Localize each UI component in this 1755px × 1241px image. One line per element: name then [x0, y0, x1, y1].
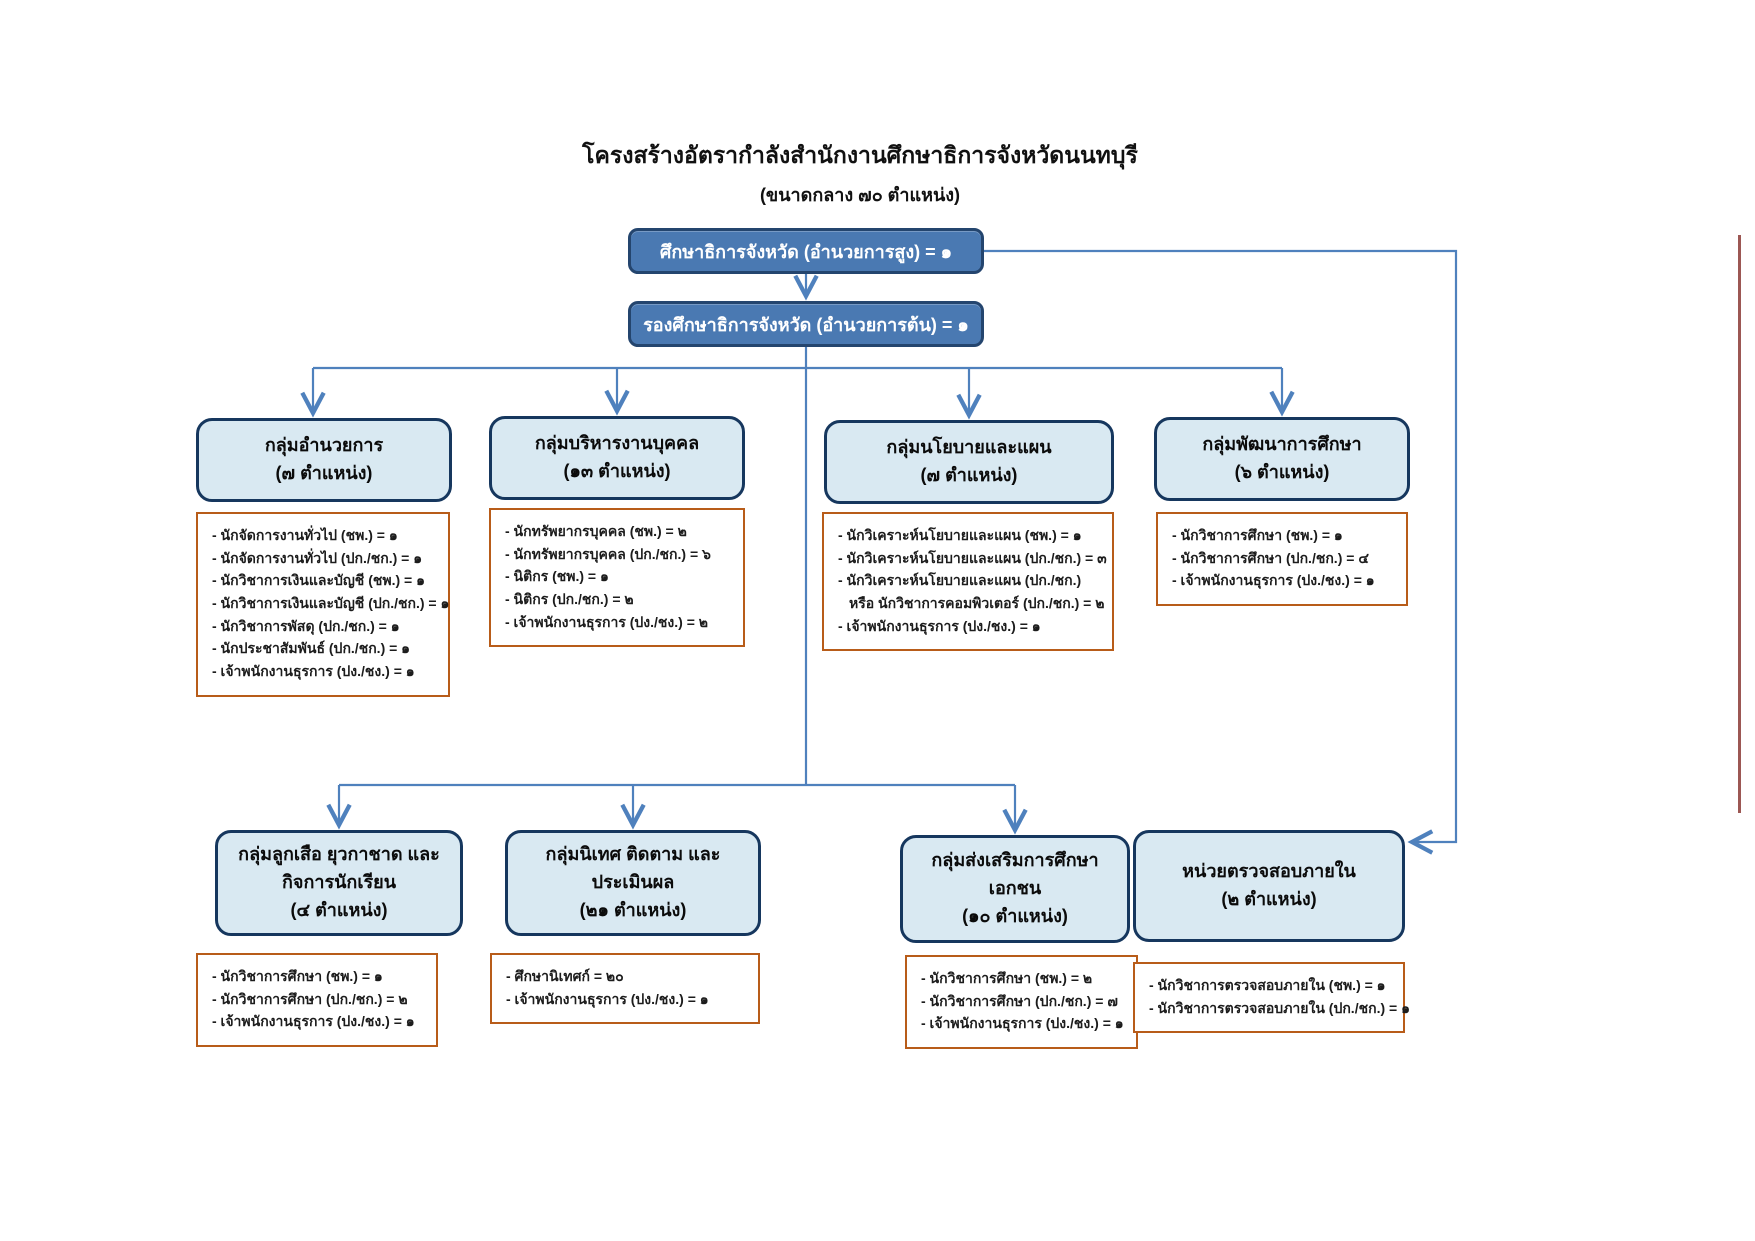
staff-item: - เจ้าพนักงานธุรการ (ปง./ชง.) = ๑ — [1172, 572, 1375, 589]
staff-item: - นักวิชาการศึกษา (ชพ.) = ๑ — [1172, 527, 1343, 543]
group-title-line: ประเมินผล — [591, 872, 675, 893]
group-count-line: (๗ ตำแหน่ง) — [920, 465, 1018, 485]
group-box-policy-and-planning: กลุ่มนโยบายและแผน (๗ ตำแหน่ง) — [824, 420, 1114, 504]
group-title-line: กลุ่มส่งเสริมการศึกษาเอกชน — [931, 850, 1099, 899]
staff-list-supervision-monitoring-evaluation: - ศึกษานิเทศก์ = ๒๐ - เจ้าพนักงานธุรการ … — [490, 953, 760, 1025]
staff-item: - นักวิชาการตรวจสอบภายใน (ปก./ชก.) = ๑ — [1149, 999, 1410, 1016]
group-title-line: กลุ่มพัฒนาการศึกษา — [1202, 434, 1362, 455]
staff-list-general-administration: - นักจัดการงานทั่วไป (ชพ.) = ๑ - นักจัดก… — [196, 512, 450, 697]
staff-item: - เจ้าพนักงานธุรการ (ปง./ชง.) = ๑ — [921, 1015, 1124, 1032]
staff-item: - นักจัดการงานทั่วไป (ชพ.) = ๑ — [212, 527, 398, 543]
staff-item: - นักวิชาการศึกษา (ปก./ชก.) = ๒ — [212, 990, 408, 1007]
staff-item: - นิติกร (ปก./ชก.) = ๒ — [505, 591, 634, 608]
group-title-line: กลุ่มนโยบายและแผน — [886, 437, 1052, 458]
staff-item: - นักวิเคราะห์นโยบายและแผน (ชพ.) = ๑ — [838, 527, 1082, 543]
staff-item: - นักทรัพยากรบุคคล (ชพ.) = ๒ — [505, 523, 687, 539]
staff-item: - นักจัดการงานทั่วไป (ปก./ชก.) = ๑ — [212, 549, 423, 566]
staff-item: - เจ้าพนักงานธุรการ (ปง./ชง.) = ๒ — [505, 613, 708, 630]
group-title-line: กลุ่มอำนวยการ — [264, 435, 384, 456]
staff-list-private-education-promotion: - นักวิชาการศึกษา (ชพ.) = ๒ - นักวิชาการ… — [905, 955, 1138, 1050]
page-title: โครงสร้างอัตรากำลังสำนักงานศึกษาธิการจัง… — [582, 142, 1138, 168]
group-title-line: กลุ่มบริหารงานบุคคล — [534, 433, 700, 454]
group-count-line: (๑๓ ตำแหน่ง) — [563, 461, 671, 481]
page-subtitle: (ขนาดกลาง ๗๐ ตำแหน่ง) — [759, 185, 961, 205]
staff-item: - นักวิชาการศึกษา (ชพ.) = ๑ — [212, 968, 383, 984]
staff-list-personnel-administration: - นักทรัพยากรบุคคล (ชพ.) = ๒ - นักทรัพยา… — [489, 508, 745, 648]
group-box-supervision-monitoring-evaluation: กลุ่มนิเทศ ติดตาม และ ประเมินผล (๒๑ ตำแห… — [505, 830, 761, 936]
staff-item: - เจ้าพนักงานธุรการ (ปง./ชง.) = ๑ — [212, 1013, 415, 1030]
staff-item: - นักวิชาการศึกษา (ชพ.) = ๒ — [921, 970, 1093, 986]
staff-list-internal-audit-unit: - นักวิชาการตรวจสอบภายใน (ชพ.) = ๑ - นัก… — [1133, 962, 1410, 1034]
group-count-line: (๒๑ ตำแหน่ง) — [579, 899, 687, 920]
group-box-private-education-promotion: กลุ่มส่งเสริมการศึกษาเอกชน (๑๐ ตำแหน่ง) — [900, 835, 1130, 943]
staff-item: - นักประชาสัมพันธ์ (ปก./ชก.) = ๑ — [212, 640, 411, 657]
page-edge-artifact — [1738, 235, 1741, 813]
staff-item: - นักวิชาการศึกษา (ปก./ชก.) = ๔ — [1172, 549, 1369, 566]
staff-list-education-development: - นักวิชาการศึกษา (ชพ.) = ๑ - นักวิชาการ… — [1156, 512, 1408, 607]
staff-item: - นักทรัพยากรบุคคล (ปก./ชก.) = ๖ — [505, 545, 711, 562]
group-count-line: (๖ ตำแหน่ง) — [1234, 462, 1330, 482]
staff-item: - นักวิชาการศึกษา (ปก./ชก.) = ๗ — [921, 992, 1118, 1009]
group-title-line: กลุ่มนิเทศ ติดตาม และ — [545, 844, 721, 865]
group-title-line: กิจการนักเรียน — [282, 872, 396, 893]
group-box-personnel-administration: กลุ่มบริหารงานบุคคล (๑๓ ตำแหน่ง) — [489, 416, 745, 500]
staff-item-continuation: หรือ นักวิชาการคอมพิวเตอร์ (ปก./ชก.) = ๒ — [849, 595, 1105, 612]
staff-item: - นักวิชาการเงินและบัญชี (ชพ.) = ๑ — [212, 572, 425, 589]
staff-item: - นักวิชาการตรวจสอบภายใน (ชพ.) = ๑ — [1149, 977, 1386, 993]
group-count-line: (๒ ตำแหน่ง) — [1221, 889, 1317, 909]
group-box-general-administration: กลุ่มอำนวยการ (๗ ตำแหน่ง) — [196, 418, 452, 502]
group-box-scouts-red-cross-student-affairs: กลุ่มลูกเสือ ยุวกาชาด และ กิจการนักเรียน… — [215, 830, 463, 936]
group-title-line: หน่วยตรวจสอบภายใน — [1182, 861, 1356, 882]
group-count-line: (๔ ตำแหน่ง) — [290, 899, 388, 920]
staff-item: - เจ้าพนักงานธุรการ (ปง./ชง.) = ๑ — [506, 990, 709, 1007]
staff-item: - นักวิชาการเงินและบัญชี (ปก./ชก.) = ๑ — [212, 595, 450, 612]
group-count-line: (๗ ตำแหน่ง) — [275, 463, 373, 483]
staff-list-scouts-red-cross-student-affairs: - นักวิชาการศึกษา (ชพ.) = ๑ - นักวิชาการ… — [196, 953, 438, 1048]
staff-item: - ศึกษานิเทศก์ = ๒๐ — [506, 968, 624, 984]
staff-item: - นักวิเคราะห์นโยบายและแผน (ปก./ชก.) = ๓ — [838, 549, 1107, 566]
staff-item: - นิติกร (ชพ.) = ๑ — [505, 568, 609, 585]
group-box-education-development: กลุ่มพัฒนาการศึกษา (๖ ตำแหน่ง) — [1154, 417, 1410, 501]
node-deputy-provincial-education-officer: รองศึกษาธิการจังหวัด (อำนวยการต้น) = ๑ — [628, 301, 984, 347]
group-title-line: กลุ่มลูกเสือ ยุวกาชาด และ — [238, 844, 440, 865]
staff-item: - เจ้าพนักงานธุรการ (ปง./ชง.) = ๑ — [838, 617, 1041, 634]
node-label: รองศึกษาธิการจังหวัด (อำนวยการต้น) = ๑ — [643, 314, 969, 335]
group-count-line: (๑๐ ตำแหน่ง) — [962, 905, 1068, 926]
group-box-internal-audit-unit: หน่วยตรวจสอบภายใน (๒ ตำแหน่ง) — [1133, 830, 1405, 942]
node-label: ศึกษาธิการจังหวัด (อำนวยการสูง) = ๑ — [659, 241, 953, 262]
staff-list-policy-and-planning: - นักวิเคราะห์นโยบายและแผน (ชพ.) = ๑ - น… — [822, 512, 1114, 652]
staff-item: - เจ้าพนักงานธุรการ (ปง./ชง.) = ๑ — [212, 663, 415, 680]
staff-item: - นักวิเคราะห์นโยบายและแผน (ปก./ชก.) — [838, 572, 1082, 589]
node-provincial-education-officer: ศึกษาธิการจังหวัด (อำนวยการสูง) = ๑ — [628, 228, 984, 274]
staff-item: - นักวิชาการพัสดุ (ปก./ชก.) = ๑ — [212, 617, 400, 634]
